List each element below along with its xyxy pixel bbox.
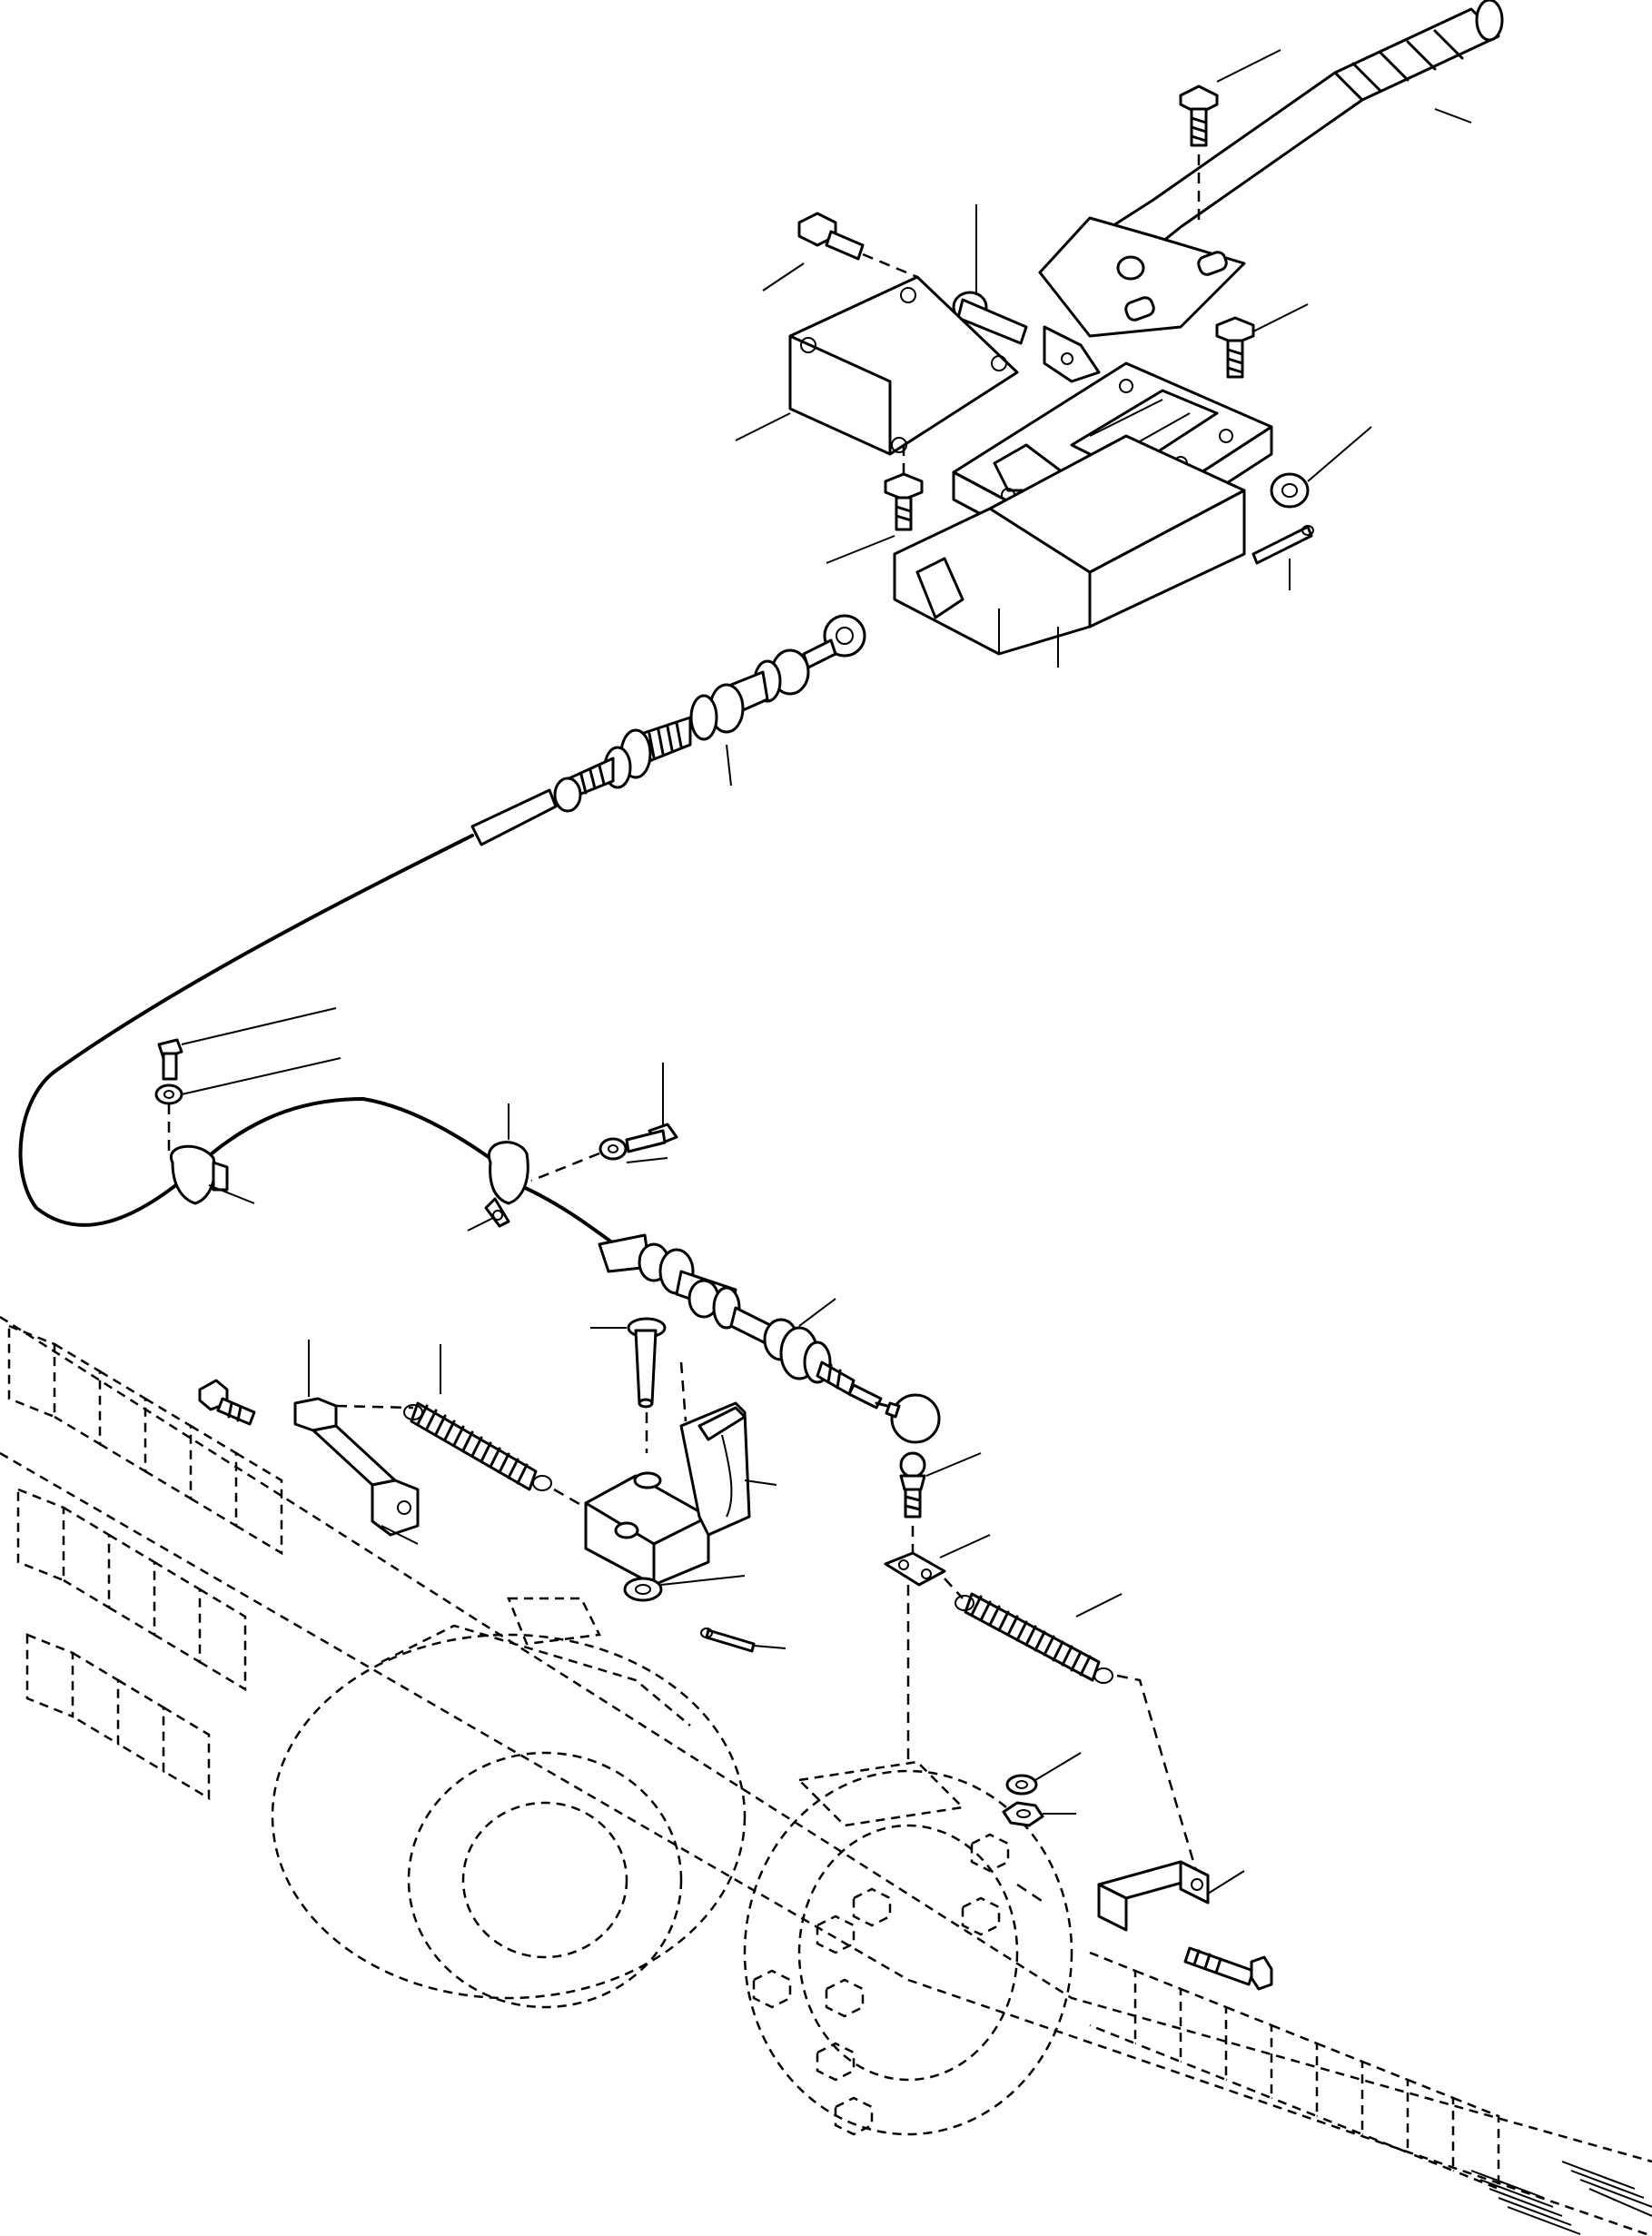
brake-arm (584, 1401, 751, 1587)
axle-housing (0, 1315, 1652, 2236)
leader-spring-bracket-right (1207, 1870, 1245, 1895)
cotter-pin-lower (700, 1628, 756, 1653)
bracket-bolt-right (1183, 1946, 1273, 1991)
leader-cable-upper (726, 744, 732, 787)
bracket-bolt (797, 212, 865, 261)
leader-mounting-bracket (735, 412, 791, 441)
spring-bracket-left (293, 1397, 420, 1537)
clamp-small-bolt (154, 1038, 183, 1105)
leader-bracket-lower-bolt (826, 535, 895, 564)
ratchet-housing (893, 361, 1273, 656)
spring-bracket-right (1097, 1860, 1210, 1932)
spring-bracket-left-bolt (198, 1379, 256, 1426)
clamp-bolt (598, 1123, 678, 1161)
lock-washer (1005, 1774, 1038, 1796)
spring-left (403, 1401, 552, 1491)
clevis-pin (627, 1317, 667, 1409)
washer-lower (623, 1577, 663, 1602)
leader-bolt-side (1252, 303, 1309, 332)
leader-bolt-top (1216, 49, 1281, 83)
flange-bolts (752, 1833, 1010, 2136)
leader-small-bolt (181, 1007, 337, 1045)
mounting-bracket (788, 275, 1019, 456)
leader-spring-plate (939, 1534, 991, 1558)
cable-clamp-center (484, 1141, 529, 1228)
leader-washer-upper (1307, 426, 1372, 482)
ball-joint (885, 1393, 941, 1444)
leader-bracket-bolt (762, 262, 805, 292)
leader-cable-lower (798, 1298, 836, 1327)
leader-spring-right (1075, 1593, 1123, 1618)
leader-clamp-left (208, 1184, 255, 1204)
leader-small-washer (181, 1057, 341, 1095)
bracket-lower-bolt (884, 472, 924, 531)
brake-cable (18, 614, 896, 1410)
cotter-pin-upper (1251, 525, 1314, 565)
leader-washer-lower (660, 1575, 746, 1586)
hand-lever-grip (1038, 0, 1504, 383)
lever-bolt-top (1179, 84, 1219, 147)
spring-plate (884, 1551, 946, 1587)
spring-right (955, 1592, 1113, 1684)
leader-lever-grip (1434, 108, 1472, 124)
lever-bolt-side (1215, 316, 1255, 379)
leader-lock-washer (1034, 1752, 1082, 1781)
leader-cotter-pin-lower (753, 1645, 786, 1649)
hex-nut (1002, 1801, 1044, 1827)
leader-spring-bracket-left-bottom (381, 1525, 419, 1545)
leader-ball-stud (925, 1452, 982, 1477)
leader-brake-arm (744, 1479, 777, 1486)
washer-upper (1270, 472, 1310, 509)
lever-pivot-pin (952, 291, 1028, 345)
leader-clamp-washer (626, 1157, 668, 1163)
ball-stud (899, 1451, 926, 1519)
leader-clamp-center-bottom (467, 1216, 496, 1232)
cable-clamp-left (169, 1144, 229, 1205)
